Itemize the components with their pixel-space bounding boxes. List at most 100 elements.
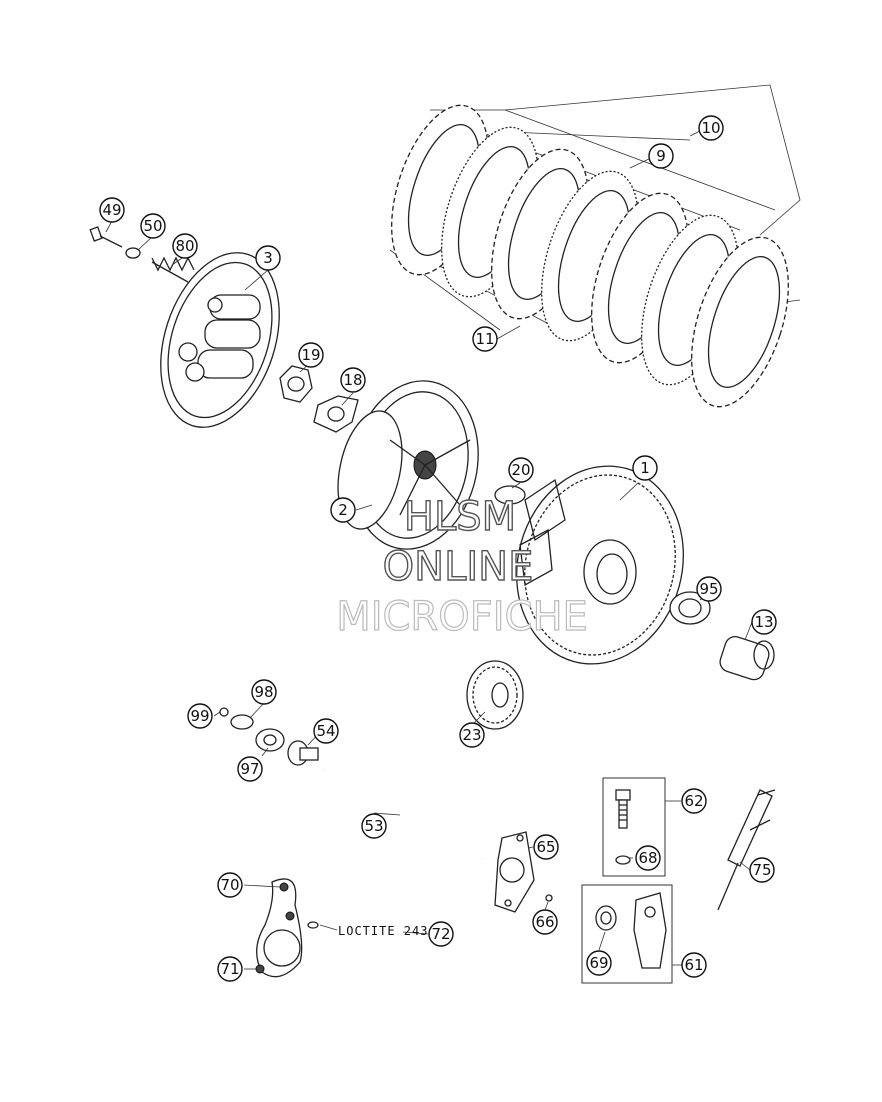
push-rod: [324, 768, 483, 860]
callout-label: 72: [431, 925, 450, 943]
callout-circle: [698, 115, 724, 141]
pressure-plate: [160, 252, 280, 428]
callout-circle: [217, 956, 243, 982]
callout-label: 75: [752, 861, 771, 879]
clutch-plates-stack: [389, 84, 801, 408]
callout-circle: [696, 576, 722, 602]
callout-circle: [361, 813, 387, 839]
nut: [279, 365, 313, 403]
callout-20: 20: [508, 457, 534, 483]
callout-18: 18: [340, 367, 366, 393]
bleeder-kit-box: [602, 777, 666, 877]
callout-label: 20: [511, 461, 530, 479]
callout-label: 62: [684, 792, 703, 810]
callout-label: 54: [316, 722, 335, 740]
callout-95: 95: [696, 576, 722, 602]
callout-circle: [187, 703, 213, 729]
callout-circle: [298, 342, 324, 368]
callout-label: 2: [338, 501, 348, 519]
callout-23: 23: [459, 722, 485, 748]
callout-75: 75: [749, 857, 775, 883]
callout-label: 70: [220, 876, 239, 894]
callout-68: 68: [635, 845, 661, 871]
callout-10: 10: [698, 115, 724, 141]
callout-circle: [459, 722, 485, 748]
pressure-cap: [287, 740, 319, 766]
callout-circle: [99, 197, 125, 223]
callout-label: 23: [462, 726, 481, 744]
callout-circle: [532, 909, 558, 935]
washer: [125, 247, 141, 259]
clutch-plate-inner: [707, 256, 781, 388]
callout-label: 3: [263, 249, 273, 267]
callout-circle: [172, 233, 198, 259]
primary-gear: [466, 660, 524, 730]
ball: [219, 707, 229, 717]
callout-62: 62: [681, 788, 707, 814]
syringe: [717, 789, 776, 911]
callout-9: 9: [648, 143, 674, 169]
callout-circle: [313, 718, 339, 744]
callout-71: 71: [217, 956, 243, 982]
callout-66: 66: [532, 909, 558, 935]
callout-label: 99: [190, 707, 209, 725]
callout-72: 72: [428, 921, 454, 947]
callout-circle: [255, 245, 281, 271]
ball-bearing: [255, 728, 285, 752]
bolt: [89, 226, 123, 248]
callout-circle: [533, 834, 559, 860]
callout-label: 49: [102, 201, 121, 219]
callout-label: 71: [220, 960, 239, 978]
clutch-plate: [691, 236, 789, 408]
callout-label: 9: [656, 147, 666, 165]
circlip: [494, 485, 526, 505]
callout-label: 68: [638, 849, 657, 867]
callout-98: 98: [251, 679, 277, 705]
dowel-pin: [545, 894, 553, 902]
callout-label: 50: [143, 217, 162, 235]
callout-13: 13: [751, 609, 777, 635]
callout-circle: [681, 788, 707, 814]
callout-circle: [251, 679, 277, 705]
callout-50: 50: [140, 213, 166, 239]
watermark: HLSM ONLINE MICROFICHE: [336, 493, 589, 640]
bushing: [719, 636, 775, 681]
outer-clutch-basket: [516, 465, 684, 665]
callout-label: 10: [701, 119, 720, 137]
leader-lines: [105, 129, 753, 970]
callout-group: 1239101113181920234950535461626566686970…: [99, 115, 777, 982]
callout-circle: [340, 367, 366, 393]
gasket: [494, 831, 535, 913]
callout-circle: [237, 756, 263, 782]
callout-circle: [632, 455, 658, 481]
callout-circle: [217, 872, 243, 898]
watermark-line3: MICROFICHE: [336, 594, 588, 640]
callout-label: 18: [343, 371, 362, 389]
callout-circle: [635, 845, 661, 871]
callout-1: 1: [632, 455, 658, 481]
callout-label: 61: [684, 956, 703, 974]
callout-99: 99: [187, 703, 213, 729]
callout-53: 53: [361, 813, 387, 839]
callout-80: 80: [172, 233, 198, 259]
callout-label: 19: [301, 346, 320, 364]
callout-label: 13: [754, 613, 773, 631]
callout-label: 1: [640, 459, 650, 477]
callout-97: 97: [237, 756, 263, 782]
watermark-line1: HLSM: [404, 494, 516, 540]
callout-19: 19: [298, 342, 324, 368]
callout-circle: [648, 143, 674, 169]
callout-label: 66: [535, 913, 554, 931]
callout-label: 80: [175, 237, 194, 255]
callout-circle: [751, 609, 777, 635]
screw-72: [307, 921, 319, 929]
lock-washer: [313, 395, 359, 433]
callout-circle: [586, 950, 612, 976]
callout-49: 49: [99, 197, 125, 223]
callout-3: 3: [255, 245, 281, 271]
callout-label: 53: [364, 817, 383, 835]
loctite-label: LOCTITE 243: [338, 924, 428, 938]
cover-plate: [255, 878, 303, 978]
